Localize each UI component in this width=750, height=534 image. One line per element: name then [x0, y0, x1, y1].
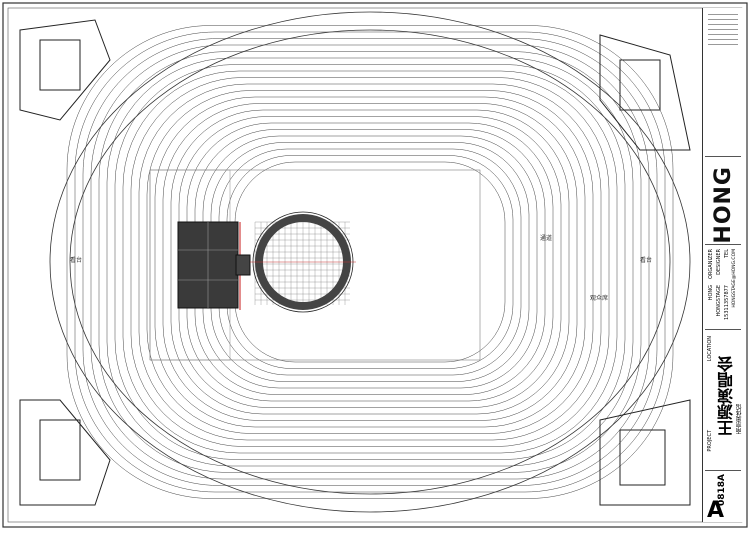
seating-row: [98, 51, 642, 473]
company-logo: HONG: [711, 166, 736, 244]
project-label: PROJECT: [707, 430, 713, 452]
label-right-aisle: 通道: [540, 234, 552, 242]
field-tel-label: TEL: [724, 249, 730, 258]
field-tel-value: 15311357877: [724, 285, 730, 320]
floor-area: [149, 169, 481, 361]
sheet-letter: A: [707, 498, 725, 523]
seating-row: [74, 31, 666, 493]
field-organizer-label: ORGANIZER: [708, 249, 714, 279]
label-right-seating: 观众席: [590, 294, 608, 302]
label-right-stand: 看台: [640, 256, 652, 264]
seating-row: [146, 90, 594, 434]
field-email: HONGSTAGE@HONG.COM: [732, 249, 737, 308]
location-label: LOCATION: [707, 336, 713, 362]
circular-ring-stage: [250, 211, 356, 313]
seating-row: [170, 109, 570, 415]
title-block: HONG ORGANIZER HONG DESIGNER HONGSTAGE T…: [702, 8, 743, 522]
seating-row: [130, 77, 610, 447]
right-side-labels: 通道 观众席 看台 看台: [70, 234, 652, 302]
field-designer-value: HONGSTAGE: [716, 285, 722, 317]
field-organizer-value: HONG: [708, 285, 714, 301]
notes-block: [705, 10, 741, 157]
arena-outer-walls: [49, 11, 691, 513]
seating-row: [114, 64, 626, 460]
project-section: PROJECT 王源演唱会 LOCATION 南京奥体馆: [705, 330, 743, 471]
seating-row: [66, 25, 674, 499]
seating-tiers: [66, 25, 674, 499]
info-fields: ORGANIZER HONG DESIGNER HONGSTAGE TEL 15…: [705, 244, 741, 330]
corner-rooms: [19, 19, 691, 506]
seating-row: [162, 103, 578, 421]
field-designer-label: DESIGNER: [716, 249, 722, 275]
seating-row: [138, 83, 602, 441]
seating-row: [90, 44, 650, 480]
seating-row: [122, 70, 618, 454]
label-left-stand: 看台: [70, 256, 82, 264]
stage: [177, 221, 251, 310]
seating-row: [154, 96, 586, 428]
seating-row: [82, 38, 658, 486]
seating-row: [106, 57, 634, 467]
location-name: 南京奥体馆: [736, 404, 743, 434]
